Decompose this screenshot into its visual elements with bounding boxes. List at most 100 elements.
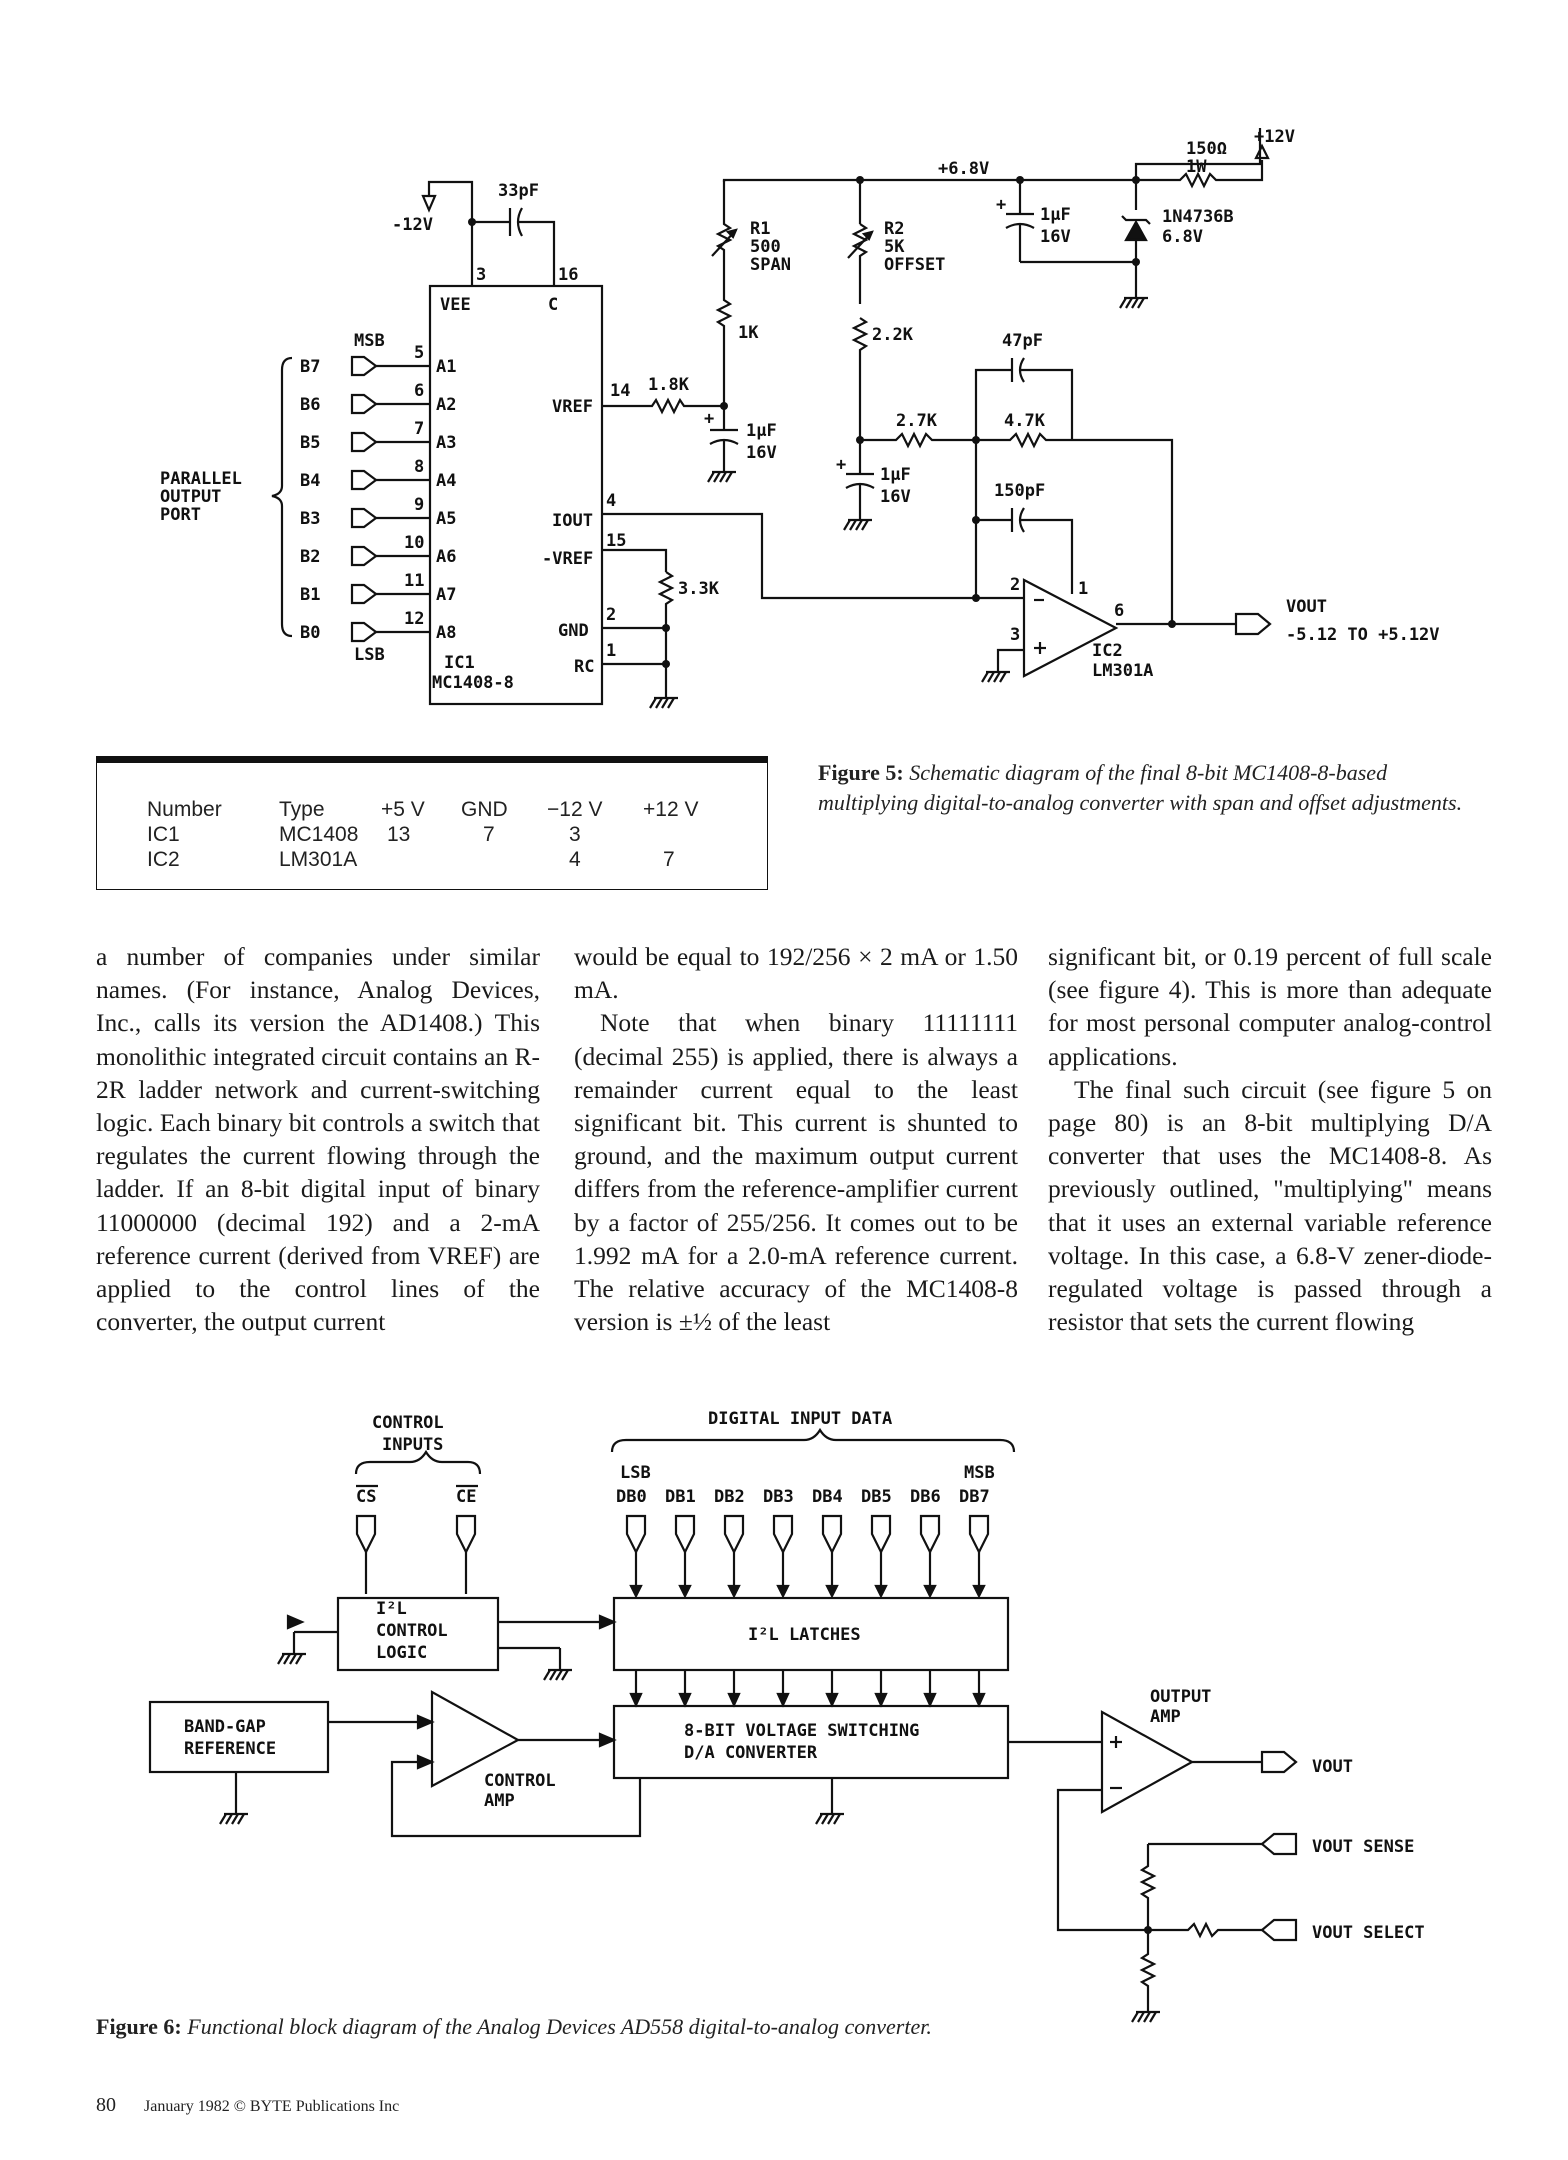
label-pin16: 16 xyxy=(558,265,578,285)
input-pads xyxy=(355,1514,990,1708)
resistor-r2 xyxy=(851,223,869,304)
table-row: IC1 MC1408 13 7 3 xyxy=(147,822,698,847)
ground-hatch xyxy=(649,697,657,709)
figure5-caption-text: Schematic diagram of the final 8-bit MC1… xyxy=(818,760,1463,815)
paragraph: would be equal to 192/256 × 2 mA or 1.50… xyxy=(574,942,1018,1005)
data-bit-label: DB2 xyxy=(714,1487,745,1507)
table-cell: IC2 xyxy=(147,848,180,871)
figure6-block-diagram: CONTROL INPUTS CS CE DIGITAL INPUT DATA … xyxy=(148,1409,1425,2023)
junction-dot xyxy=(972,594,980,602)
feedback-resistor-bottom xyxy=(1139,1930,1157,2004)
pot-arrow-head xyxy=(725,228,738,239)
pin-number: 6 xyxy=(414,381,424,401)
label-ic2: IC2 xyxy=(1092,641,1123,661)
ground-hatch xyxy=(719,471,727,483)
wire xyxy=(602,548,668,572)
wire xyxy=(996,648,1024,664)
input-pad xyxy=(870,1514,892,1555)
label-msb: MSB xyxy=(964,1463,995,1483)
label-plus-b: + xyxy=(836,455,846,475)
arrow-head xyxy=(825,1584,839,1599)
ground-hatch xyxy=(237,1813,245,1825)
label-port: PORT xyxy=(160,505,201,525)
arrow-head xyxy=(776,1692,790,1708)
bit-label: B6 xyxy=(300,395,320,415)
ground-hatch xyxy=(549,1669,557,1681)
table-cell: 3 xyxy=(569,823,581,846)
arrow-head xyxy=(776,1584,790,1599)
label-lsb: LSB xyxy=(354,645,385,665)
label-op-pin6: 6 xyxy=(1114,601,1124,621)
label-digital-input: DIGITAL INPUT DATA xyxy=(708,1409,892,1429)
ground-hatch xyxy=(543,1669,551,1681)
arrow-head xyxy=(727,1692,741,1708)
label-33pf: 33pF xyxy=(498,181,539,201)
arrow-head xyxy=(825,1692,839,1708)
table-cell xyxy=(381,847,461,872)
pin-table-header-cell: Type xyxy=(279,798,325,821)
address-pin-label: A3 xyxy=(436,433,456,453)
label-1uf-a: 1µF xyxy=(746,421,777,441)
pin-number: 12 xyxy=(404,609,424,629)
label-150pf: 150pF xyxy=(994,481,1045,501)
label-1uf-c: 1µF xyxy=(1040,205,1071,225)
body-column-1: a number of companies under similar name… xyxy=(96,940,540,1338)
label-ce: CE xyxy=(456,1487,476,1507)
ground-hatch xyxy=(981,671,989,683)
table-cell: IC1 xyxy=(147,823,180,846)
page-footer: 80 January 1982 © BYTE Publications Inc xyxy=(96,2094,399,2117)
address-pin-label: A7 xyxy=(436,585,456,605)
paragraph: The final such circuit (see figure 5 on … xyxy=(1048,1074,1492,1337)
ground-hatch xyxy=(725,471,733,483)
pin-table-header: Number Type +5 V GND −12 V +12 V xyxy=(147,797,698,822)
footer-text: January 1982 © BYTE Publications Inc xyxy=(144,2098,400,2115)
ground-hatch xyxy=(277,1653,285,1665)
input-pad xyxy=(723,1514,745,1555)
table-cell: LM301A xyxy=(279,848,358,871)
label-r1-span: SPAN xyxy=(750,255,791,275)
ground-hatch xyxy=(1125,297,1133,309)
figure5-caption: Figure 5: Schematic diagram of the final… xyxy=(818,758,1490,818)
label-output: OUTPUT xyxy=(160,487,221,507)
label-control-amp: CONTROL xyxy=(484,1771,556,1791)
ground-hatch xyxy=(295,1653,303,1665)
label-ic1: IC1 xyxy=(444,653,475,673)
label-vout-select: VOUT SELECT xyxy=(1312,1923,1425,1943)
label-output-amp: OUTPUT xyxy=(1150,1687,1211,1707)
table-cell: MC1408 xyxy=(279,823,359,846)
label-1-8k: 1.8K xyxy=(648,375,690,395)
paragraph: Note that when binary 11111111 (decimal … xyxy=(574,1008,1018,1337)
resistor-1-8k xyxy=(644,397,724,415)
wire xyxy=(1020,368,1074,440)
junction-dot xyxy=(662,660,670,668)
label-control-amp-2: AMP xyxy=(484,1791,515,1811)
paragraph: a number of companies under similar name… xyxy=(96,942,540,1337)
pin-table: Number Type +5 V GND −12 V +12 V IC1 MC1… xyxy=(96,756,768,890)
pin-table-header-cell: +5 V xyxy=(381,798,425,821)
label-3-3k: 3.3K xyxy=(678,579,720,599)
control-inputs-brace xyxy=(354,1449,482,1475)
data-bit-label: DB0 xyxy=(616,1487,647,1507)
wire xyxy=(1020,518,1074,580)
label-16v-a: 16V xyxy=(746,443,777,463)
wire xyxy=(390,1760,642,1838)
label-4-7k: 4.7K xyxy=(1004,411,1046,431)
label-control-inputs-2: INPUTS xyxy=(382,1435,443,1455)
bit-buffer xyxy=(350,583,378,605)
label-vref: VREF xyxy=(552,397,593,417)
label-op-pin3: 3 xyxy=(1010,625,1020,645)
ground-hatch xyxy=(667,697,675,709)
arrow-head xyxy=(874,1692,888,1708)
label-pin1: 1 xyxy=(606,641,616,661)
address-pin-label: A8 xyxy=(436,623,456,643)
label-op-pin2: 2 xyxy=(1010,575,1020,595)
supply-arrow xyxy=(421,194,437,213)
bit-lines: B75A1B66A2B57A3B48A4B39A5B210A6B111A7B01… xyxy=(300,343,456,643)
junction-dot xyxy=(468,218,476,226)
label-vout: VOUT xyxy=(1312,1757,1353,1777)
table-cell: 4 xyxy=(569,848,581,871)
data-bit-label: DB3 xyxy=(763,1487,794,1507)
label-negvref: -VREF xyxy=(542,549,593,569)
input-pad xyxy=(968,1514,990,1555)
label-pin2: 2 xyxy=(606,605,616,625)
